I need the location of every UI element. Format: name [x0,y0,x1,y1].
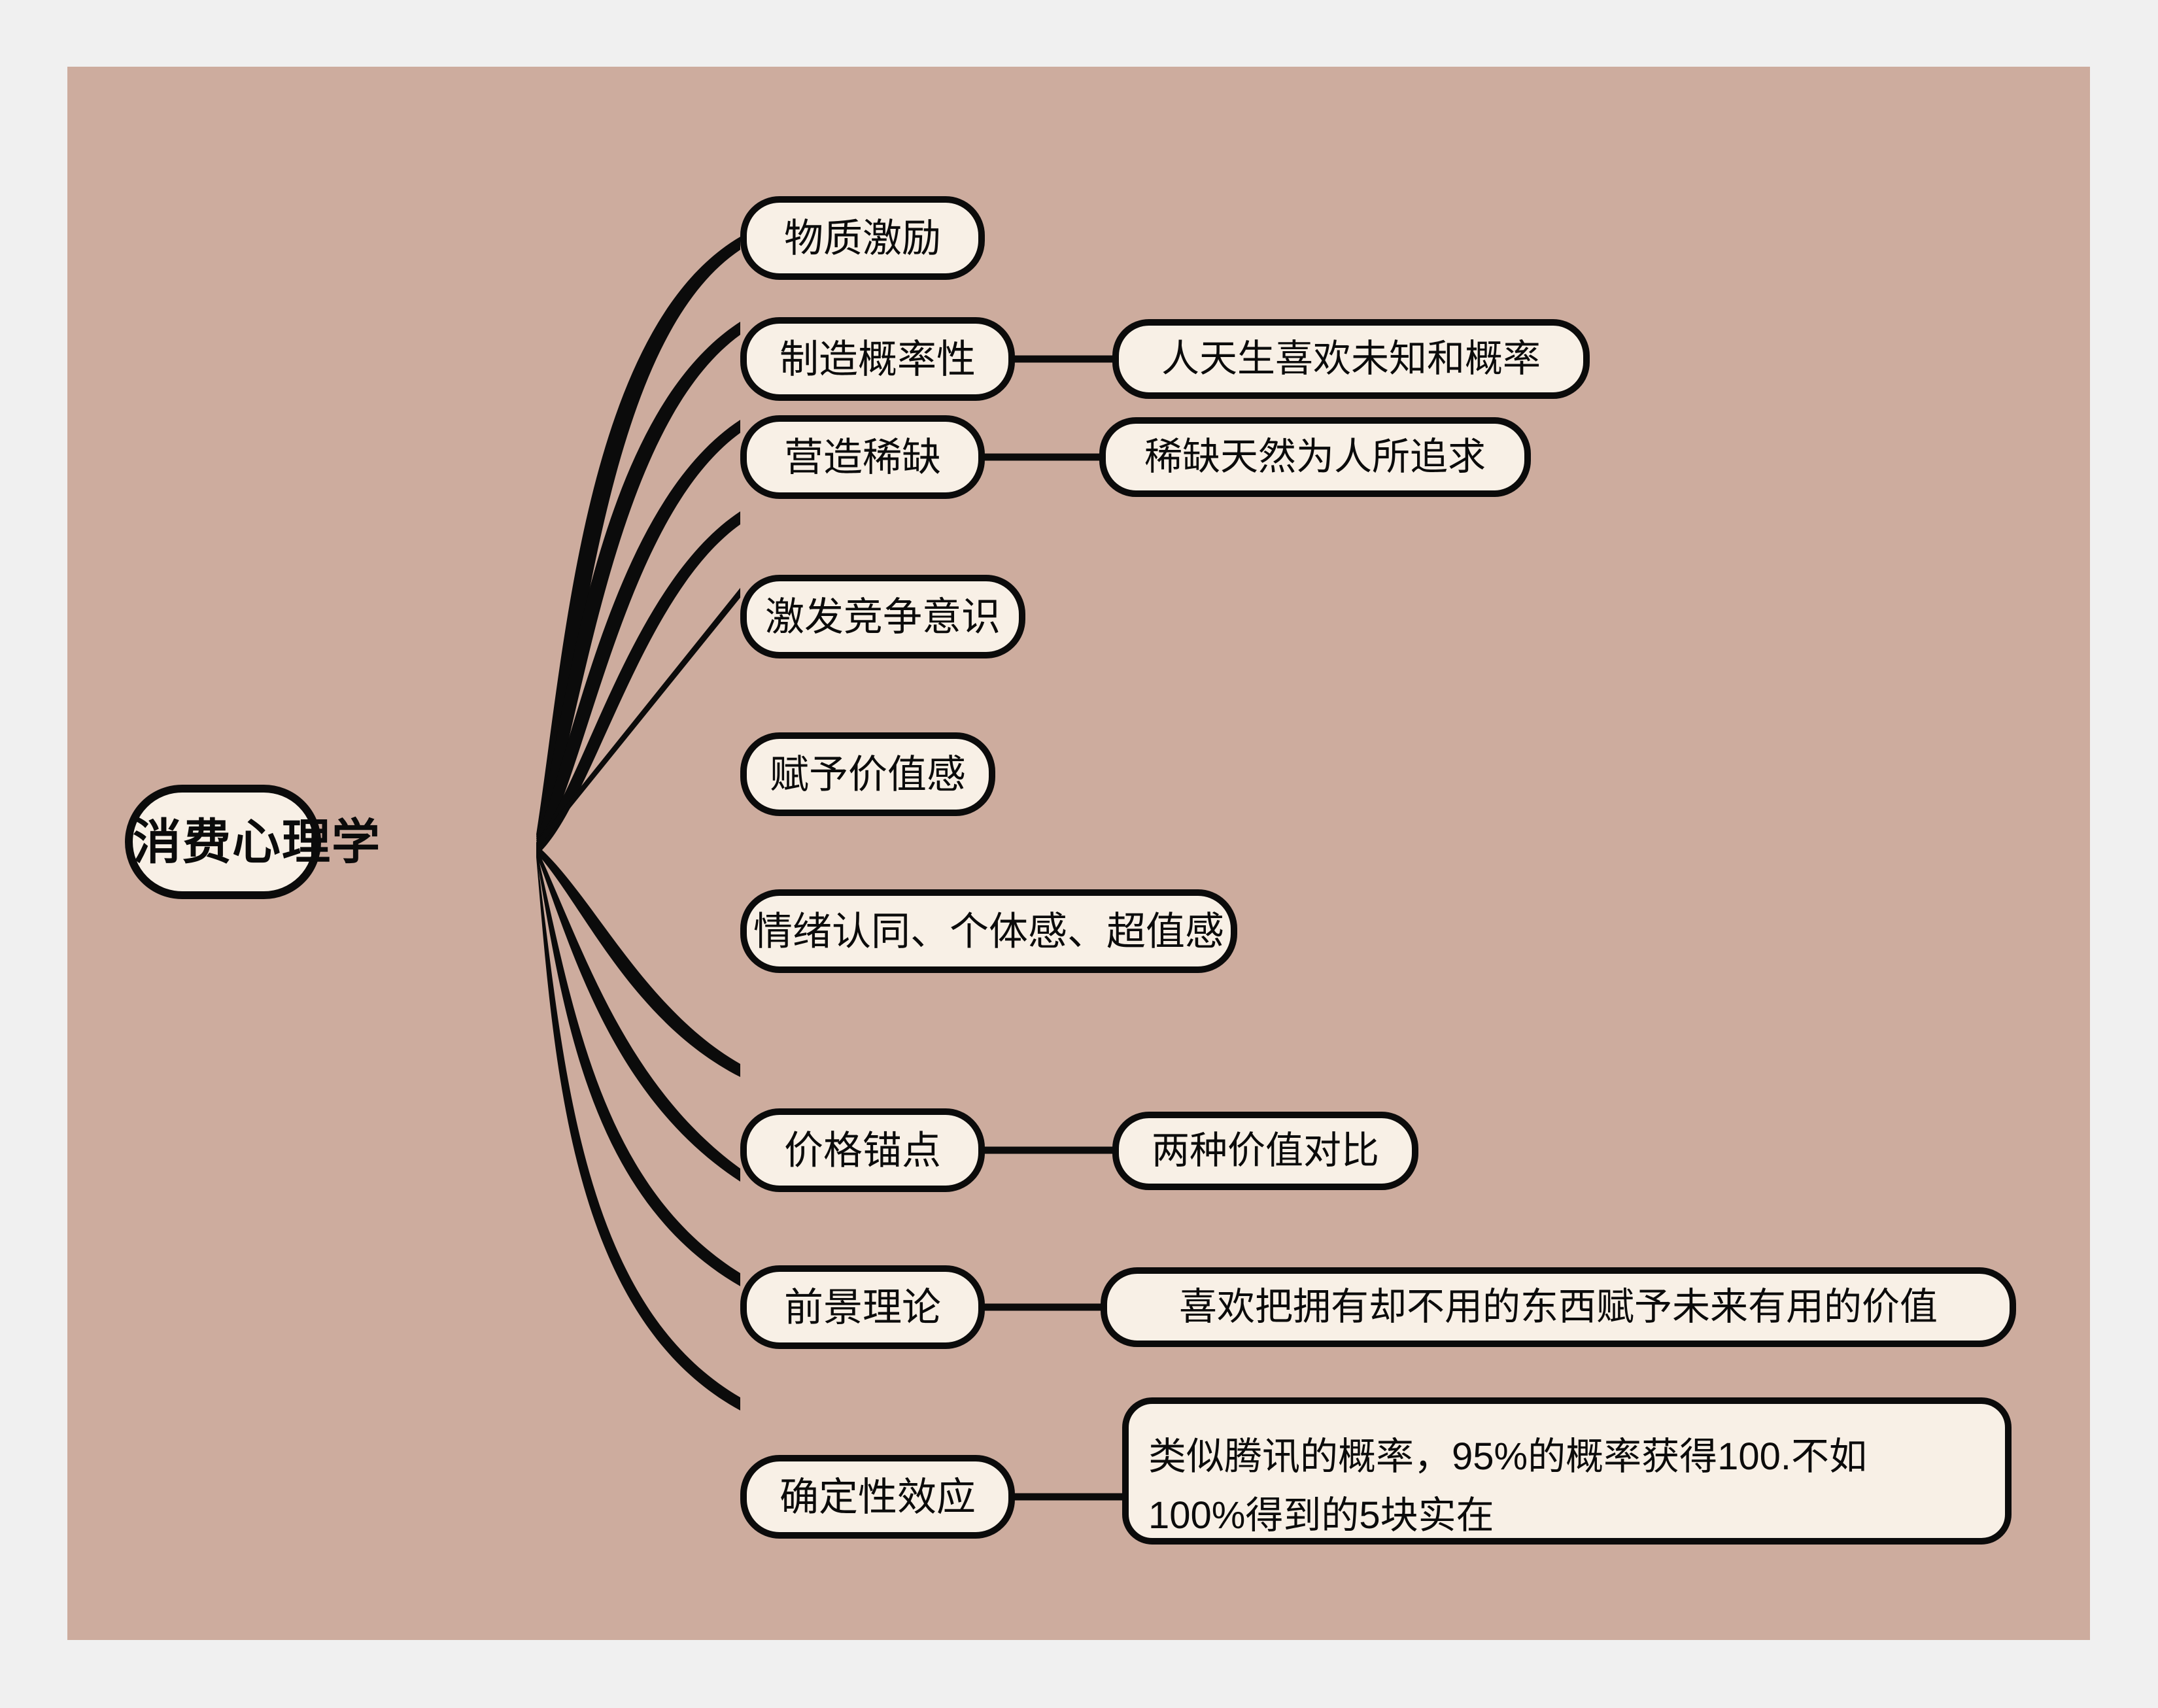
branch-node-3[interactable]: 营造稀缺 [740,415,985,499]
root-node[interactable]: 消费心理学 [125,785,381,899]
leaf-node-9-1[interactable]: 类似腾讯的概率，95%的概率获得100.不如 100%得到的5块实在 [1122,1397,2012,1545]
branch-node-5[interactable]: 赋予价值感 [740,732,995,816]
branch-node-7-label: 价格锚点 [784,1128,941,1172]
mindmap-layer: 消费心理学 物质激励 制造概率性 人天生喜欢未知和概率 营造稀缺 稀缺天然为人所… [67,67,2090,1640]
branch-node-9-label: 确定性效应 [779,1475,976,1519]
branch-curve-6 [536,845,740,1077]
branch-node-1[interactable]: 物质激励 [740,196,985,280]
leaf-node-3-1[interactable]: 稀缺天然为人所追求 [1099,417,1531,497]
branch-node-9[interactable]: 确定性效应 [740,1455,1015,1539]
mindmap-canvas: 消费心理学 物质激励 制造概率性 人天生喜欢未知和概率 营造稀缺 稀缺天然为人所… [67,67,2090,1640]
branch-curve-7 [536,847,740,1182]
branch-node-4[interactable]: 激发竞争意识 [740,575,1025,658]
branch-node-3-label: 营造稀缺 [784,435,941,479]
leaf-node-8-1-label: 喜欢把拥有却不用的东西赋予未来有用的价值 [1178,1285,1938,1328]
root-node-label: 消费心理学 [133,814,381,869]
branch-node-8-label: 前景理论 [784,1285,941,1329]
branch-curve-2 [536,322,740,851]
leaf-node-2-1-label: 人天生喜欢未知和概率 [1161,337,1541,380]
branch-node-4-label: 激发竞争意识 [765,594,1001,639]
leaf-node-7-1-label: 两种价值对比 [1151,1129,1379,1172]
branch-node-8[interactable]: 前景理论 [740,1265,985,1349]
branch-node-7[interactable]: 价格锚点 [740,1108,985,1192]
branch-node-1-label: 物质激励 [784,216,941,260]
branch-curve-3 [536,420,740,851]
leaf-node-7-1[interactable]: 两种价值对比 [1112,1112,1418,1190]
leaf-node-8-1[interactable]: 喜欢把拥有却不用的东西赋予未来有用的价值 [1101,1267,2016,1347]
branch-node-6[interactable]: 情绪认同、个体感、超值感 [740,889,1237,973]
branch-curve-5 [536,588,740,850]
branch-curve-4 [536,511,740,852]
branch-curve-8 [536,849,740,1286]
branch-node-2-label: 制造概率性 [779,337,976,381]
branch-node-6-label: 情绪认同、个体感、超值感 [753,909,1224,953]
branch-curve-9 [536,851,740,1410]
leaf-node-2-1[interactable]: 人天生喜欢未知和概率 [1112,319,1590,399]
branch-curve-1 [536,237,740,850]
leaf-node-9-1-label: 类似腾讯的概率，95%的概率获得100.不如 100%得到的5块实在 [1148,1435,1867,1537]
branch-node-5-label: 赋予价值感 [770,752,966,796]
leaf-node-3-1-label: 稀缺天然为人所追求 [1144,435,1486,478]
branch-node-2[interactable]: 制造概率性 [740,317,1015,401]
